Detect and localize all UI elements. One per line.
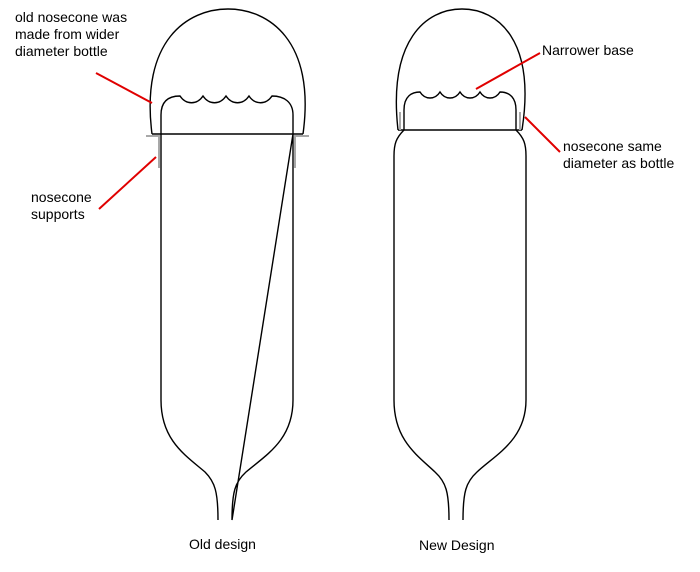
caption-new-design: New Design: [419, 537, 495, 553]
old-design-rocket: [149, 8, 306, 521]
old-support-left: [146, 135, 160, 168]
old-support-right: [294, 135, 309, 168]
old-nosecone-supports: [146, 135, 309, 168]
new-inner-shoulder: [403, 90, 517, 130]
leader-old-nosecone: [95, 72, 153, 104]
label-old-nosecone-line-3: diameter bottle: [15, 43, 108, 59]
leader-lines: [95, 52, 561, 210]
old-bottle-body: [160, 133, 294, 521]
label-supports-line-1: nosecone: [31, 189, 92, 205]
label-same-diameter-line-1: nosecone same: [563, 138, 662, 154]
label-narrower-base-line-1: Narrower base: [542, 42, 634, 58]
new-nosecone-dome: [395, 8, 526, 131]
label-old-nosecone-line-2: made from wider: [15, 26, 120, 42]
label-supports-line-2: supports: [31, 206, 85, 222]
leader-narrower-base: [475, 52, 541, 90]
label-narrower-base: Narrower base: [542, 42, 634, 59]
label-old-nosecone: old nosecone was made from wider diamete…: [15, 9, 127, 60]
old-nosecone-dome: [149, 8, 306, 135]
new-bottle-body: [393, 129, 527, 521]
label-same-diameter-line-2: diameter as bottle: [563, 155, 675, 171]
leader-supports: [98, 156, 157, 210]
new-design-rocket: [393, 8, 527, 521]
leader-same-diameter: [524, 116, 561, 153]
caption-old-design: Old design: [189, 536, 256, 552]
label-old-nosecone-line-1: old nosecone was: [15, 9, 128, 25]
label-same-diameter: nosecone same diameter as bottle: [563, 138, 674, 172]
old-inner-shoulder: [160, 94, 294, 134]
label-nosecone-supports: nosecone supports: [31, 189, 92, 223]
new-nosecone-supports: [399, 112, 521, 130]
